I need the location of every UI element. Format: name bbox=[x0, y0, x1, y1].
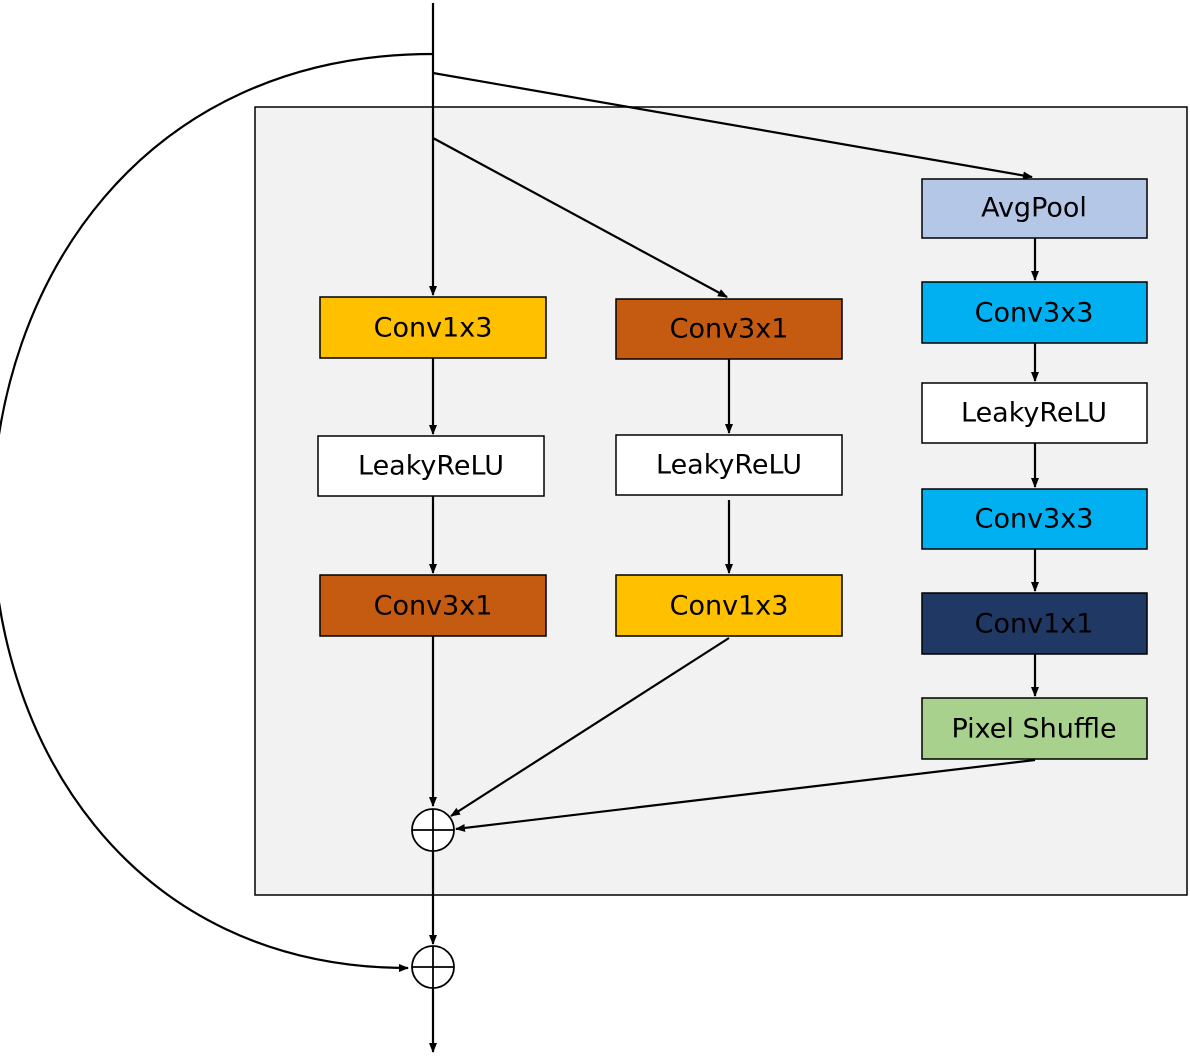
node-pixel-shuffle bbox=[921, 697, 1148, 760]
node-leaky-c bbox=[921, 382, 1148, 444]
node-avgpool-label: AvgPool bbox=[981, 193, 1087, 224]
node-conv1x3-b-label: Conv1x3 bbox=[670, 591, 789, 622]
node-conv3x3-a-label: Conv3x3 bbox=[975, 298, 1094, 329]
node-conv1x3-a-label: Conv1x3 bbox=[374, 313, 493, 344]
edge-skip-connection bbox=[0, 52, 434, 972]
node-conv1x1 bbox=[921, 592, 1148, 655]
node-leaky-b-label: LeakyReLU bbox=[656, 450, 802, 481]
node-leaky-b bbox=[615, 434, 843, 496]
node-conv1x3-b bbox=[615, 574, 843, 637]
node-pixel-shuffle-label: Pixel Shuffle bbox=[951, 714, 1116, 745]
node-conv3x1-a-label: Conv3x1 bbox=[374, 591, 493, 622]
edge-to-avgpool bbox=[432, 71, 1033, 180]
edge-pixel-shuffle-to-sum bbox=[455, 758, 1036, 832]
edge-to-conv3x1-b bbox=[432, 137, 728, 298]
node-conv3x3-b-label: Conv3x3 bbox=[975, 504, 1094, 535]
edge-conv1x3-b-to-sum bbox=[450, 637, 730, 817]
node-conv1x1-label: Conv1x1 bbox=[975, 609, 1094, 640]
sum-node-inner bbox=[411, 808, 455, 852]
node-conv3x3-a bbox=[921, 281, 1148, 344]
node-conv1x3-a bbox=[319, 296, 547, 359]
node-conv3x1-b bbox=[615, 298, 843, 360]
node-leaky-c-label: LeakyReLU bbox=[961, 398, 1107, 429]
sum-node-outer bbox=[411, 945, 455, 989]
node-leaky-a-label: LeakyReLU bbox=[358, 451, 504, 482]
node-conv3x1-b-label: Conv3x1 bbox=[670, 314, 789, 345]
node-leaky-a bbox=[317, 435, 545, 497]
node-avgpool bbox=[921, 178, 1148, 239]
